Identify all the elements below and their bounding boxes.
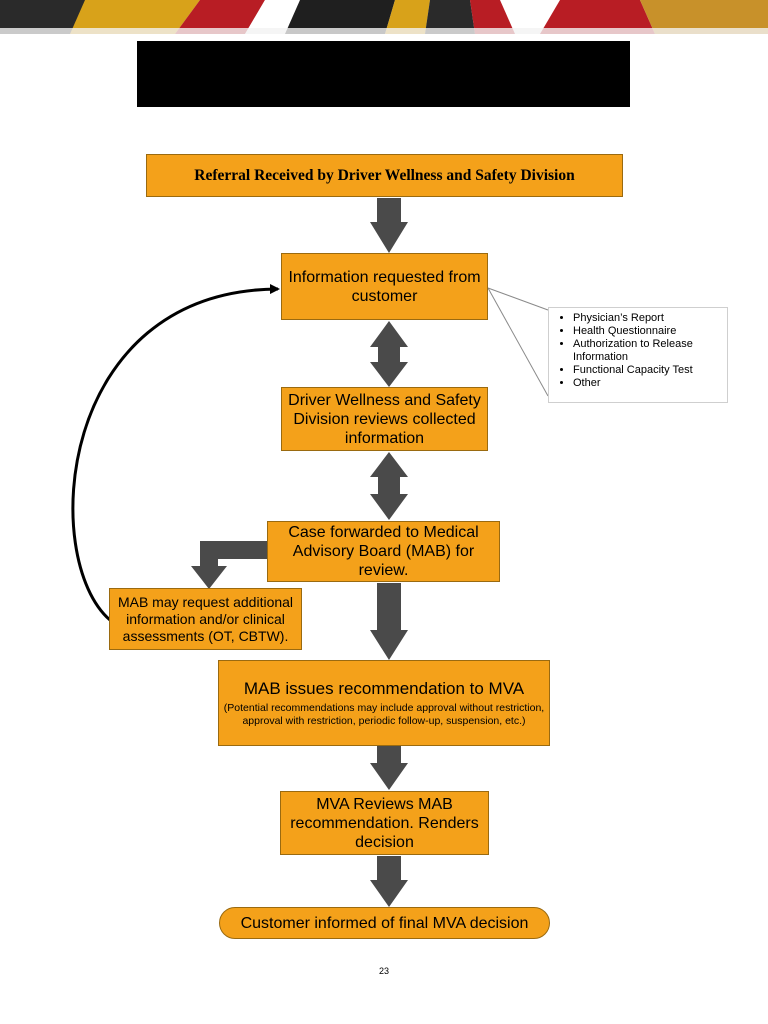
mab-recommendation-detail: (Potential recommendations may include a… xyxy=(223,701,545,727)
down-arrow-referral-to-request xyxy=(370,198,408,253)
double-arrow-request-review xyxy=(370,321,408,387)
final-decision-text: Customer informed of final MVA decision xyxy=(240,914,529,932)
feedback-curve-arrow xyxy=(71,284,280,622)
mva-review-text: MVA Reviews MAB recommendation. Renders … xyxy=(290,795,479,851)
down-arrow-review-to-final xyxy=(370,856,408,907)
callout-line-top xyxy=(487,287,549,311)
document-item: Other xyxy=(573,377,723,390)
document-item: Authorization to Release Information xyxy=(573,338,723,364)
referral-text: Referral Received by Driver Wellness and… xyxy=(194,166,575,184)
double-arrow-review-forward xyxy=(370,452,408,520)
title-bar xyxy=(137,41,630,107)
info-request-box: Information requested from customer xyxy=(281,253,488,320)
mab-recommendation-title: MAB issues recommendation to MVA xyxy=(243,678,525,698)
elbow-arrow-forward-to-mab-request xyxy=(191,541,268,589)
referral-box: Referral Received by Driver Wellness and… xyxy=(146,154,623,197)
document-item: Health Questionnaire xyxy=(573,325,723,338)
info-request-text: Information requested from customer xyxy=(288,268,481,305)
mva-review-box: MVA Reviews MAB recommendation. Renders … xyxy=(280,791,489,855)
document-list-note: Physician’s Report Health Questionnaire … xyxy=(548,307,728,403)
dws-review-text: Driver Wellness and Safety Division revi… xyxy=(288,391,481,447)
document-list: Physician’s Report Health Questionnaire … xyxy=(553,312,723,390)
document-item: Physician’s Report xyxy=(573,312,723,325)
callout-line-bottom xyxy=(487,287,549,397)
mab-recommendation-box: MAB issues recommendation to MVA (Potent… xyxy=(218,660,550,746)
down-arrow-recommendation-to-review xyxy=(370,746,408,790)
final-decision-box: Customer informed of final MVA decision xyxy=(219,907,550,939)
mab-request-box: MAB may request additional information a… xyxy=(109,588,302,650)
dws-review-box: Driver Wellness and Safety Division revi… xyxy=(281,387,488,451)
document-item: Functional Capacity Test xyxy=(573,364,723,377)
mab-request-text: MAB may request additional information a… xyxy=(117,593,294,644)
down-arrow-forward-to-recommendation xyxy=(370,583,408,660)
page-number: 23 xyxy=(378,966,389,976)
case-forward-text: Case forwarded to Medical Advisory Board… xyxy=(288,524,479,579)
case-forward-box: Case forwarded to Medical Advisory Board… xyxy=(267,521,500,582)
flag-banner xyxy=(0,0,768,34)
